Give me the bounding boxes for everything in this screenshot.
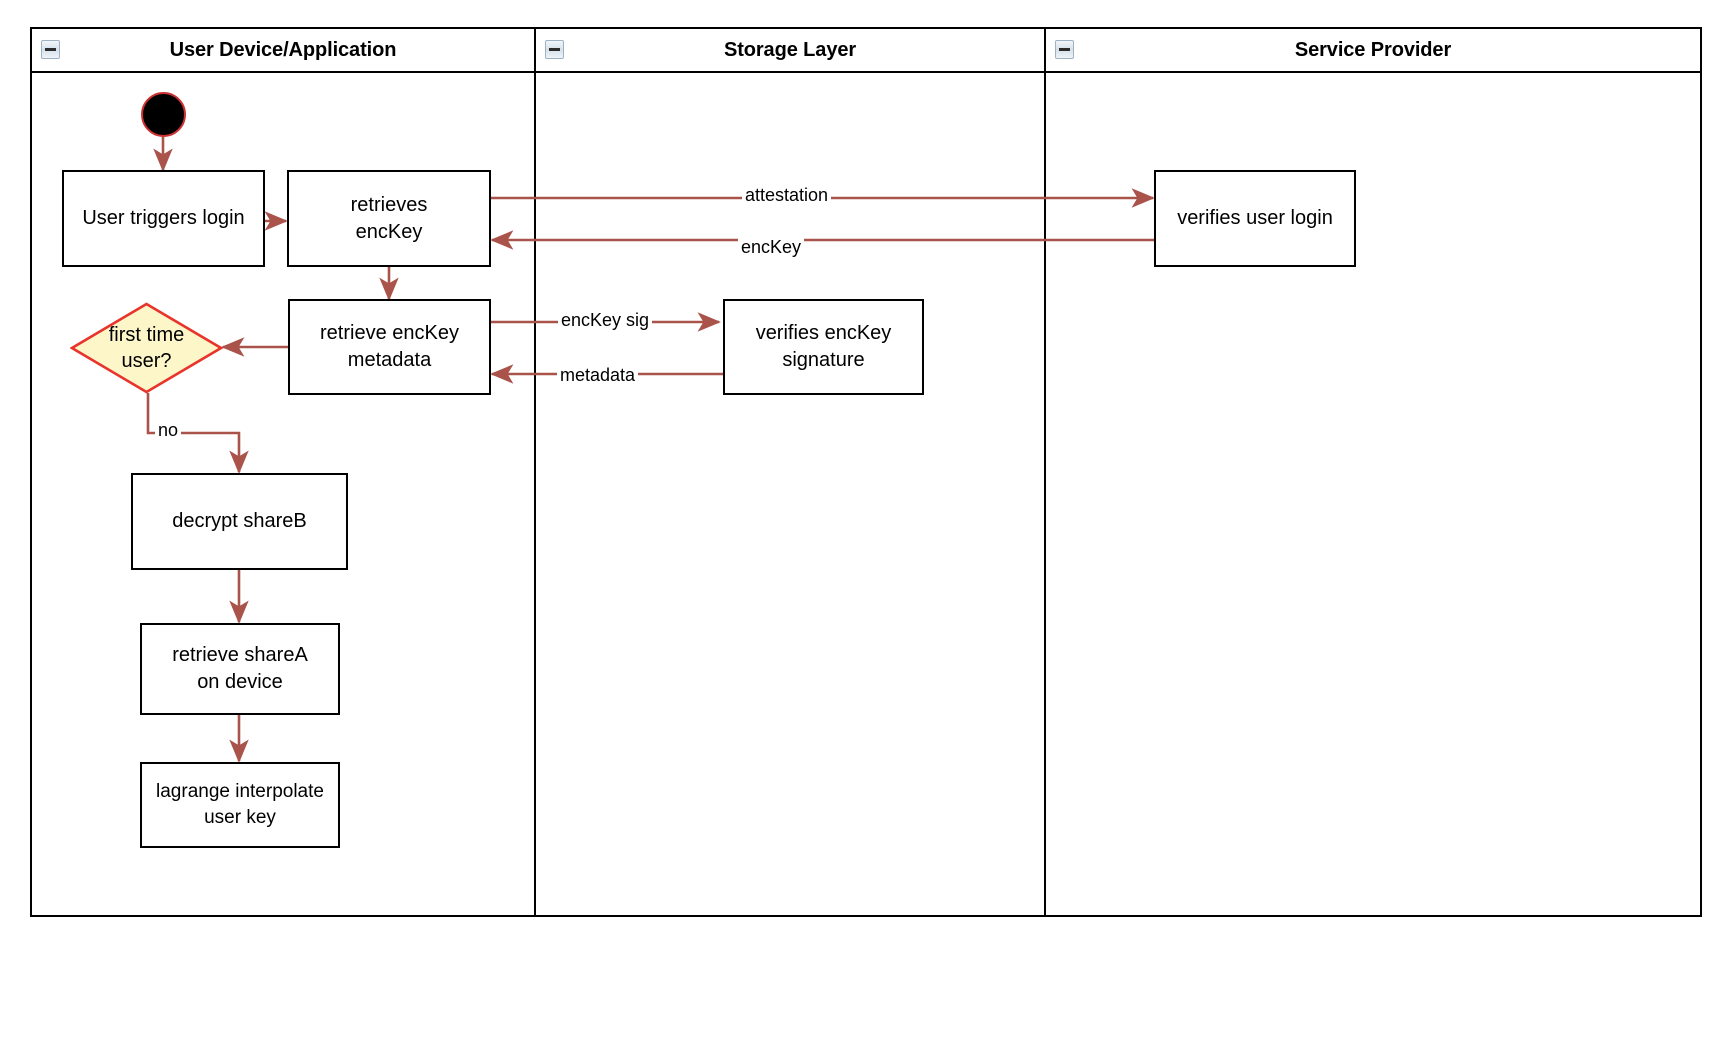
edge-label-no: no (155, 420, 182, 441)
lane-title-service-provider: Service Provider (1294, 38, 1452, 61)
collapse-minus-icon[interactable] (41, 40, 60, 59)
lane-title-user-device: User Device/Application (169, 38, 397, 61)
lane-header-user-device[interactable]: User Device/Application (32, 29, 534, 73)
decision-diamond-shape (70, 302, 223, 394)
node-verifies-user-login[interactable]: verifies user login (1154, 170, 1356, 267)
edge-label-attestation: attestation (742, 185, 832, 206)
node-verifies-enckey-signature[interactable]: verifies encKey signature (723, 299, 924, 395)
lane-header-service-provider[interactable]: Service Provider (1046, 29, 1700, 73)
node-decrypt-shareb[interactable]: decrypt shareB (131, 473, 348, 570)
node-retrieve-enckey-metadata[interactable]: retrieve encKey metadata (288, 299, 491, 395)
lane-header-storage-layer[interactable]: Storage Layer (536, 29, 1044, 73)
start-node[interactable] (141, 92, 186, 137)
node-retrieves-enckey[interactable]: retrieves encKey (287, 170, 491, 267)
node-user-triggers-login[interactable]: User triggers login (62, 170, 265, 267)
node-first-time-user[interactable]: first time user? (70, 302, 223, 394)
node-retrieve-sharea-on-device[interactable]: retrieve shareA on device (140, 623, 340, 715)
lane-divider-2 (1044, 29, 1046, 915)
node-lagrange-interpolate-user-key[interactable]: lagrange interpolate user key (140, 762, 340, 848)
edge-label-enckey: encKey (738, 237, 805, 258)
edge-label-enckey-sig: encKey sig (558, 310, 653, 331)
lane-title-storage-layer: Storage Layer (723, 38, 857, 61)
edge-label-metadata: metadata (557, 365, 639, 386)
collapse-minus-icon[interactable] (545, 40, 564, 59)
collapse-minus-icon[interactable] (1055, 40, 1074, 59)
lane-divider-1 (534, 29, 536, 915)
